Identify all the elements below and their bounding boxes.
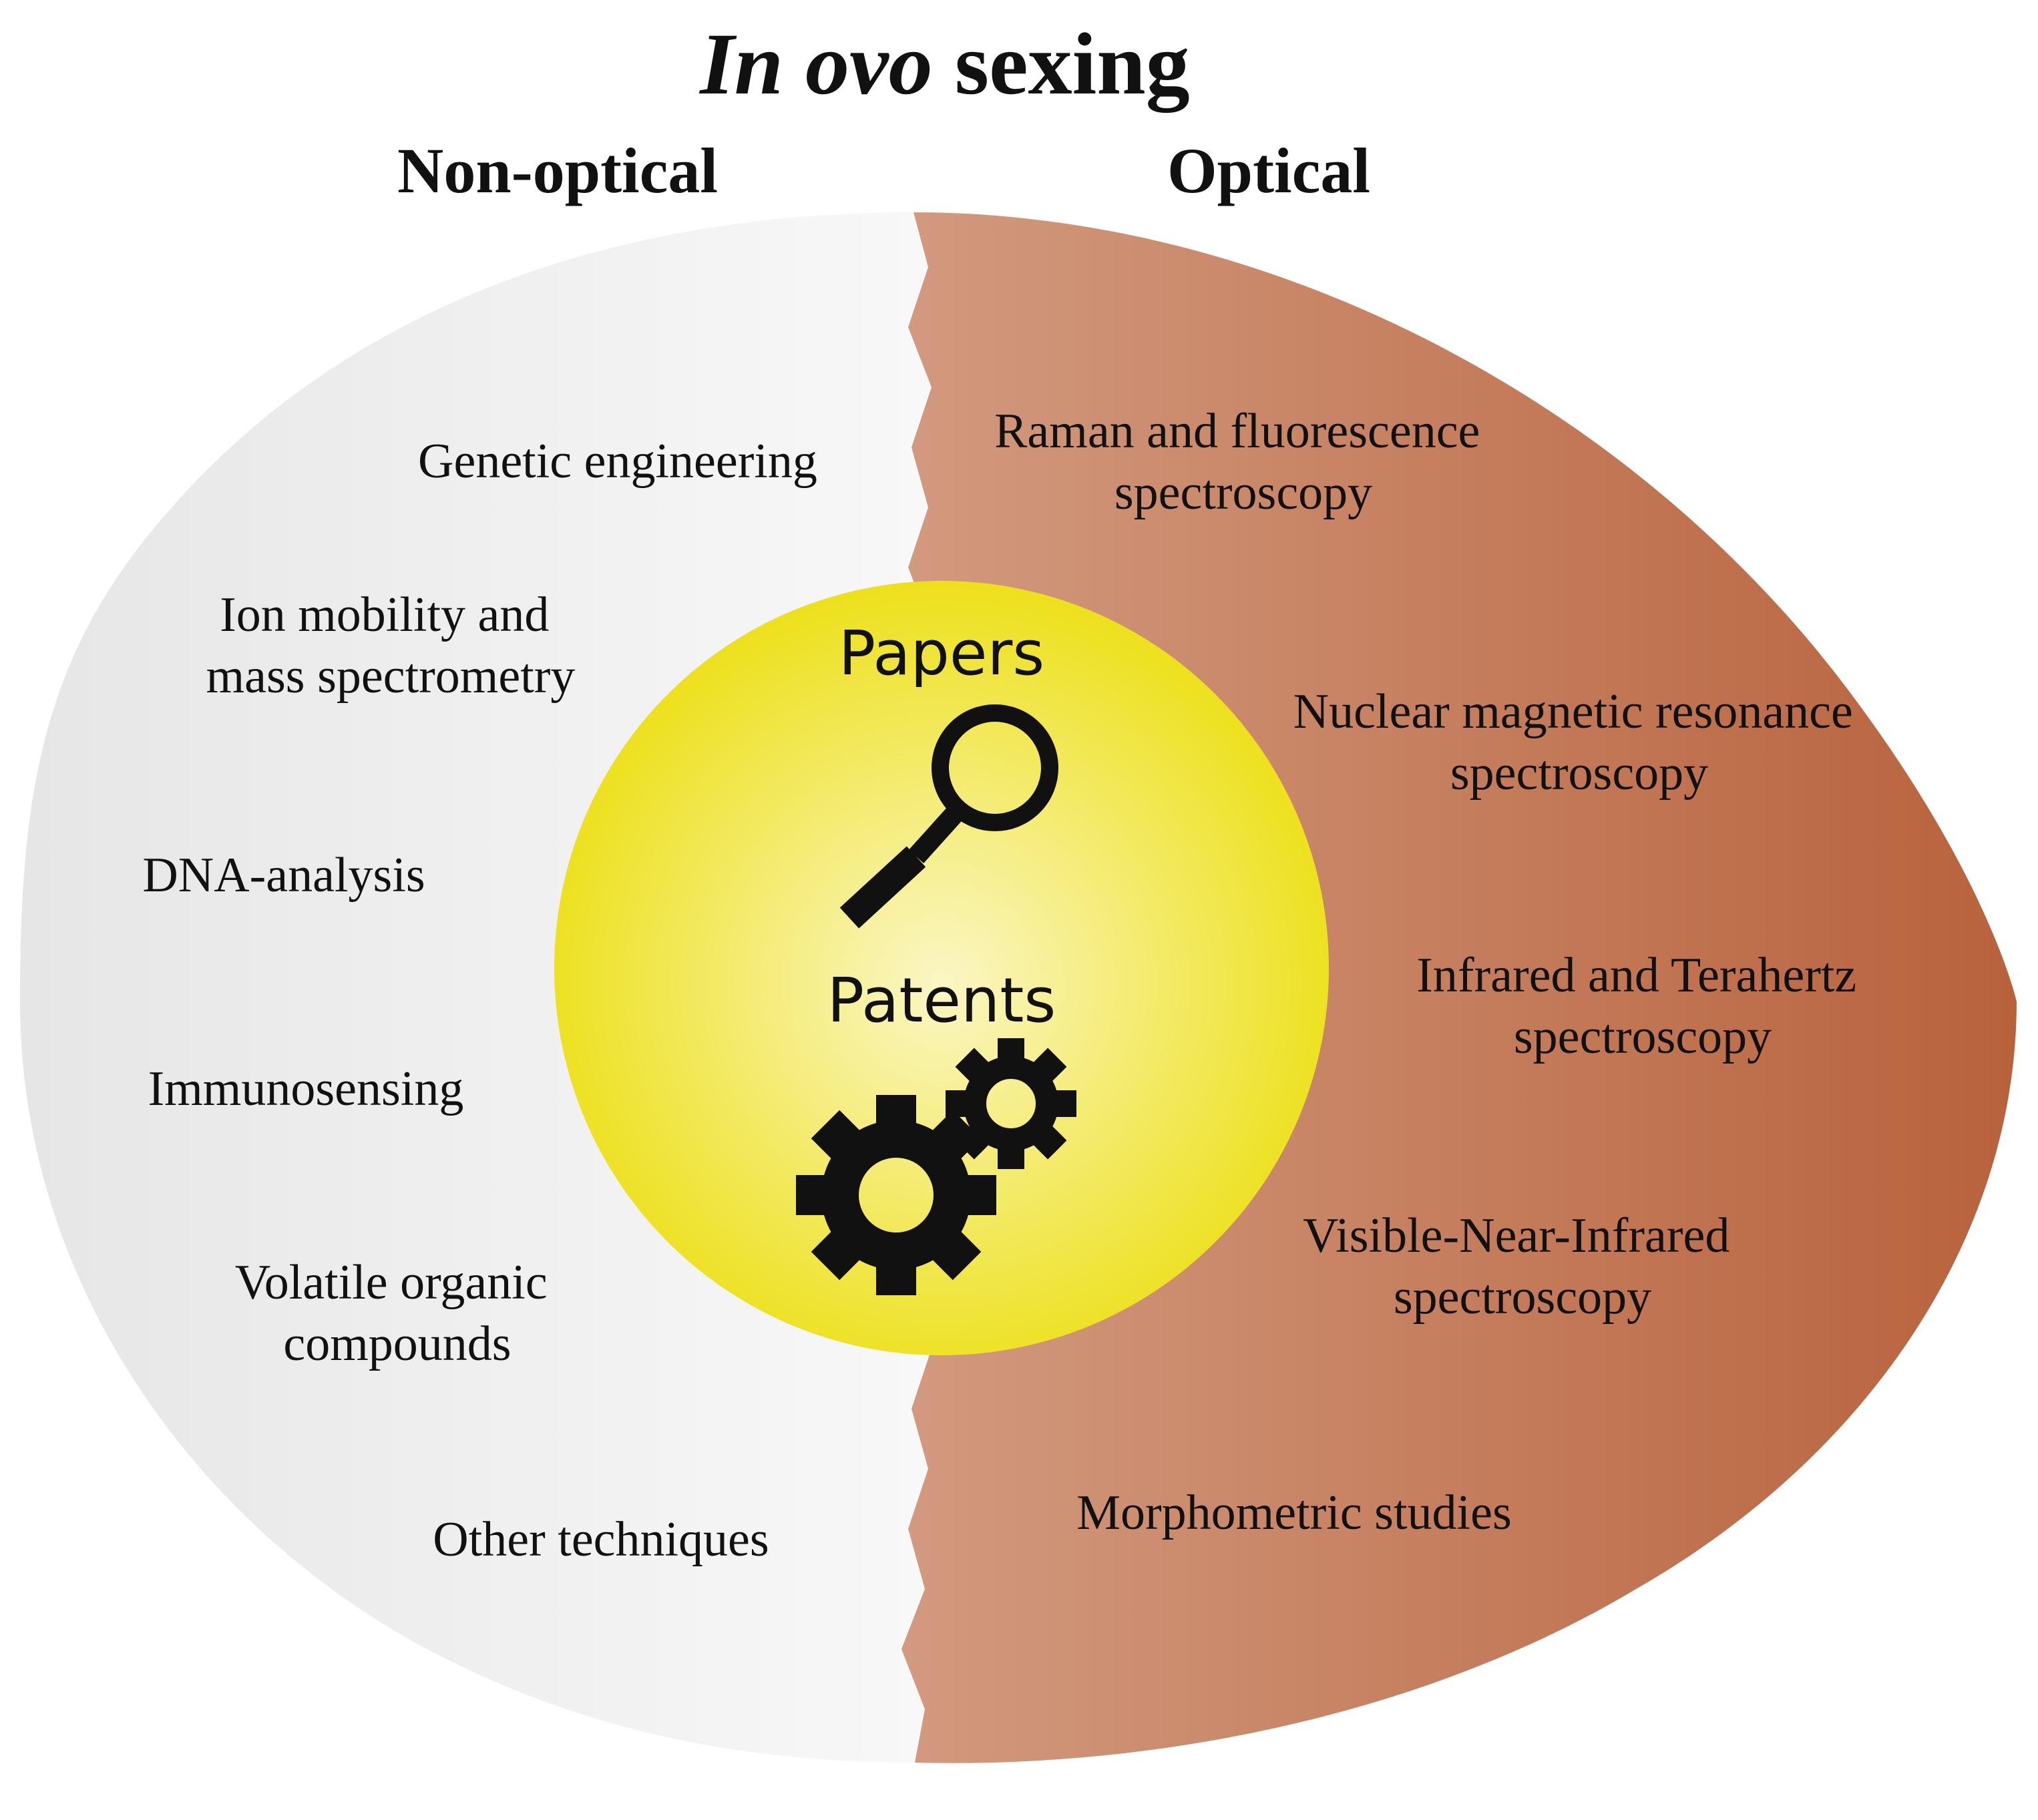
title-italic: In ovo — [698, 15, 932, 113]
item-line: spectroscopy — [1114, 465, 1372, 520]
optical-item: Nuclear magnetic resonance spectroscopy — [1293, 684, 1866, 801]
item-line: Raman and fluorescence — [994, 404, 1480, 459]
non-optical-header: Non-optical — [397, 135, 718, 206]
item-line: Morphometric studies — [1076, 1486, 1512, 1540]
item-line: spectroscopy — [1514, 1009, 1772, 1064]
center-circle — [554, 581, 1329, 1355]
item-line: spectroscopy — [1394, 1270, 1651, 1325]
item-line: Volatile organic — [235, 1255, 548, 1310]
item-line: Nuclear magnetic resonance — [1293, 684, 1853, 739]
papers-label: Papers — [839, 618, 1044, 689]
item-line: compounds — [283, 1317, 511, 1371]
item-line: mass spectrometry — [206, 649, 576, 704]
item-line: Visible-Near-Infrared — [1303, 1208, 1729, 1263]
patents-label: Patents — [827, 965, 1056, 1036]
non-optical-item: Immunosensing — [148, 1062, 464, 1116]
item-line: DNA-analysis — [142, 848, 425, 903]
magnifying-glass-icon — [839, 704, 1058, 929]
item-line: Immunosensing — [148, 1062, 464, 1116]
item-line: Genetic engineering — [418, 434, 817, 489]
non-optical-half — [20, 212, 932, 1763]
non-optical-item: Genetic engineering — [418, 434, 817, 489]
optical-list: Raman and fluorescence spectroscopy Nucl… — [994, 404, 1869, 1540]
item-line: Ion mobility and — [220, 588, 549, 642]
item-line: Infrared and Terahertz — [1416, 948, 1856, 1003]
non-optical-item: Ion mobility and mass spectrometry — [206, 588, 576, 704]
optical-half — [901, 212, 2017, 1763]
optical-header: Optical — [1167, 135, 1370, 206]
non-optical-list: Genetic engineering Ion mobility and mas… — [142, 434, 817, 1567]
optical-item: Infrared and Terahertz spectroscopy — [1416, 948, 1869, 1064]
title-rest: sexing — [933, 15, 1190, 113]
optical-item: Raman and fluorescence spectroscopy — [994, 404, 1492, 520]
non-optical-item: Volatile organic compounds — [235, 1255, 560, 1371]
optical-item: Morphometric studies — [1076, 1486, 1512, 1540]
item-line: Other techniques — [433, 1512, 769, 1567]
non-optical-item: Other techniques — [433, 1512, 769, 1567]
non-optical-item: DNA-analysis — [142, 848, 425, 903]
diagram-title: In ovo sexing — [698, 15, 1189, 113]
item-line: spectroscopy — [1450, 746, 1708, 801]
optical-item: Visible-Near-Infrared spectroscopy — [1303, 1208, 1742, 1325]
